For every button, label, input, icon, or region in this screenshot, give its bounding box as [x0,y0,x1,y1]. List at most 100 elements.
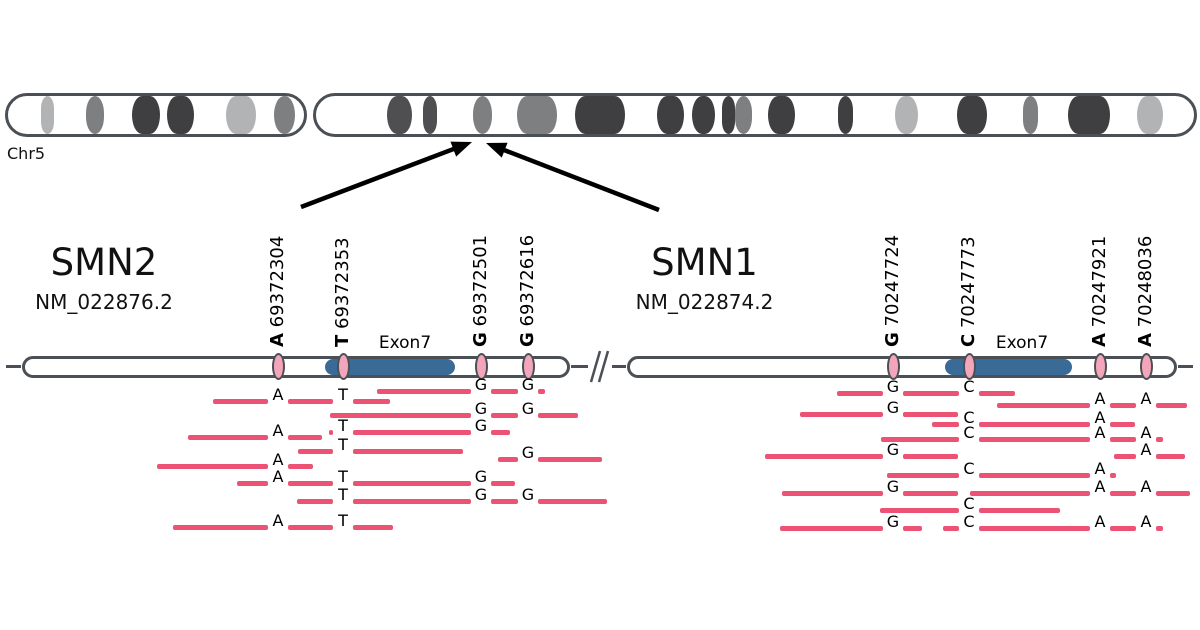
gene-smn2-read-segment [288,463,313,469]
gene-smn2-read-base-call: T [338,485,348,504]
locus-arrow-head [486,142,508,158]
gene-smn1-read-segment [903,390,959,396]
gene-smn1-read-base-call: A [1094,423,1106,442]
gene-smn1-read-base-call: G [886,440,900,459]
gene-smn1-exon7-label: Exon7 [995,333,1049,353]
gene-smn2-read-segment [288,480,333,486]
gene-smn1-read-segment [1110,436,1136,442]
gene-smn2-track [22,356,570,378]
chromosome-band [1023,96,1038,134]
gene-smn2-read-base-call: T [338,416,348,435]
chromosome-band [473,96,492,134]
gene-smn1-read-base-call: A [1140,512,1152,531]
gene-smn1-snp-marker [1093,353,1107,380]
gene-smn2-read-segment [213,398,268,404]
snp-allele-letter: A [267,333,288,347]
gene-smn1-read-segment [1156,436,1163,442]
gene-smn2-read-segment [237,480,268,486]
chromosome-band [274,96,295,134]
gene-smn1-read-segment [881,436,959,442]
chromosome-band [423,96,437,134]
gene-smn1-title: SMN1 [651,241,758,284]
gene-smn2-exon7-label: Exon7 [378,333,432,353]
gene-smn1-snp-marker [962,353,976,380]
gene-smn2-read-base-call: G [474,485,488,504]
gene-smn2-snp-position-label: T 69372353 [332,237,353,347]
gene-smn2-read-segment [173,524,268,530]
gene-smn2-snp-marker [271,353,285,380]
chromosome-q-arm [313,93,1197,137]
chromosome-band [575,96,625,134]
gene-smn1-connector-dash [1178,365,1193,368]
chromosome-band [692,96,715,134]
gene-smn2-read-segment [377,388,471,394]
locus-arrow-head [450,141,472,157]
gene-smn2-snp-marker [521,353,535,380]
gene-smn2-read-segment [491,480,515,486]
gene-smn2-read-base-call: G [474,375,488,394]
gene-smn2-read-base-call: T [338,385,348,404]
gene-smn2-connector-dash [6,365,21,368]
gene-smn1-read-base-call: G [886,477,900,496]
gene-smn2-read-segment [491,429,510,435]
chromosome-p-arm [5,93,307,137]
gene-smn1-header: SMN1 NM_022874.2 [627,241,782,314]
gene-smn2-read-segment [288,398,333,404]
gene-smn2-read-base-call: G [474,399,488,418]
gene-smn2-header: SMN2 NM_022876.2 [28,241,180,314]
locus-arrow-shaft [300,143,464,210]
gene-smn1-read-base-call: A [1140,389,1152,408]
gene-smn1-accession: NM_022874.2 [635,289,774,314]
gene-smn2-read-segment [298,448,333,454]
gene-smn1-read-segment [887,472,959,478]
gene-smn2-read-segment [491,412,518,418]
gene-smn2-read-base-call: T [338,435,348,454]
gene-smn1-read-base-call: G [886,398,900,417]
sequence-break-mark [597,350,610,383]
gene-smn2-read-segment [353,398,390,404]
gene-smn2-read-base-call: T [338,511,348,530]
gene-smn2-read-segment [330,412,471,418]
gene-smn1-read-segment [997,402,1090,408]
gene-smn1-read-segment [903,490,958,496]
gene-smn2-snp-position-label: A 69372304 [267,235,288,347]
gene-smn1-read-base-call: A [1094,459,1106,478]
chromosome-band [167,96,194,134]
gene-smn1-read-segment [979,507,1060,513]
gene-smn1-read-base-call: A [1140,440,1152,459]
chromosome-band [132,96,160,134]
gene-smn1-read-segment [932,421,959,427]
gene-smn2-read-segment [538,498,607,504]
gene-smn2-snp-marker [336,353,350,380]
gene-smn2-read-segment [297,498,333,504]
gene-smn1-read-base-call: A [1094,389,1106,408]
chromosome-band [517,96,557,134]
gene-smn1-read-segment [1110,525,1136,531]
gene-smn2-snp-marker [474,353,488,380]
gene-smn2-snp-position-label: G 69372616 [517,234,538,347]
gene-smn1-read-segment [837,390,883,396]
gene-smn1-read-segment [979,472,1090,478]
gene-smn1-snp-position-label: C 70247773 [958,236,979,347]
gene-smn1-exon7-box [945,359,1072,375]
sequence-break-mark [589,350,602,383]
chromosome-band [1137,96,1163,134]
gene-smn2-read-base-call: G [521,443,535,462]
gene-smn2-read-segment [538,456,602,462]
gene-smn1-snp-marker [886,353,900,380]
chromosome-band [838,96,853,134]
gene-smn1-read-segment [1110,490,1136,496]
gene-smn2-read-base-call: A [272,511,284,530]
gene-smn1-read-segment [1156,490,1190,496]
gene-smn2-title: SMN2 [50,241,158,284]
gene-smn2-read-segment [353,498,471,504]
gene-smn1-read-segment [1156,525,1163,531]
gene-smn2-read-base-call: T [338,467,348,486]
gene-smn2-read-base-call: G [521,399,535,418]
chromosome-band [722,96,735,134]
gene-smn2-read-segment [329,429,333,435]
gene-smn2-read-segment [498,456,518,462]
gene-smn2-read-segment [188,434,268,440]
gene-smn1-read-segment [782,490,883,496]
gene-smn1-read-segment [1114,453,1136,459]
